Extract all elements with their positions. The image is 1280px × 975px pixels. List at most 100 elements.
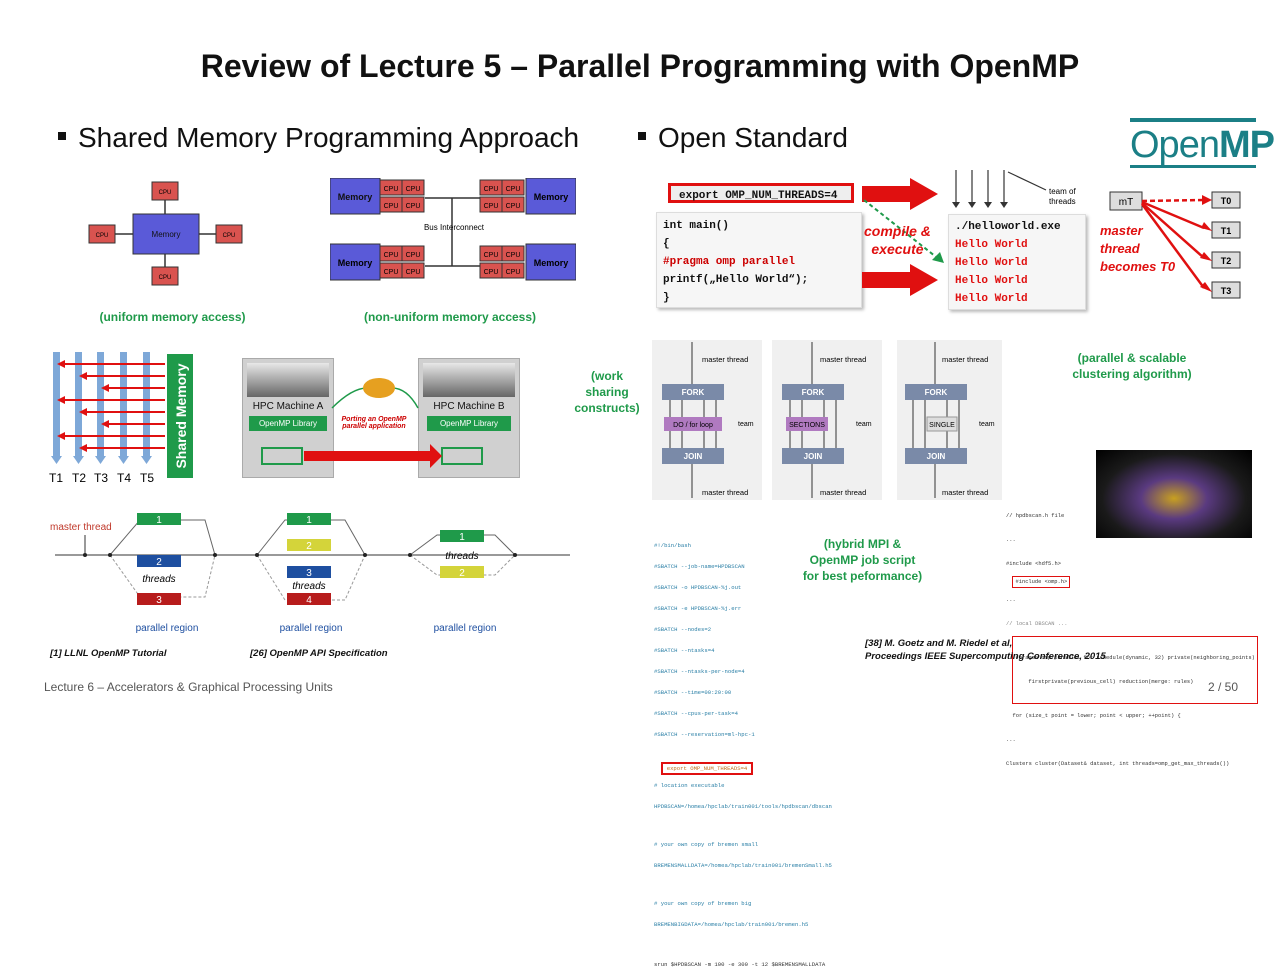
svg-text:CPU: CPU (159, 275, 172, 281)
compile-execute-label: compile & execute (864, 223, 931, 257)
svg-text:T4: T4 (117, 471, 131, 485)
svg-text:T5: T5 (140, 471, 154, 485)
pragma-highlight: #pragma omp parallel for schedule(dynami… (1012, 636, 1258, 704)
svg-text:master thread: master thread (50, 522, 112, 533)
master-becomes-t0-label: master thread becomes T0 (1100, 223, 1176, 274)
svg-text:team: team (856, 421, 872, 428)
footer-lecture: Lecture 6 – Accelerators & Graphical Pro… (44, 680, 333, 694)
svg-text:JOIN: JOIN (684, 452, 703, 461)
ref-openmp-spec: [26] OpenMP API Specification (250, 648, 388, 659)
svg-text:3: 3 (156, 595, 162, 606)
svg-text:1: 1 (306, 515, 312, 526)
svg-text:CPU: CPU (406, 252, 421, 259)
svg-text:FORK: FORK (925, 388, 948, 397)
svg-text:CPU: CPU (484, 269, 499, 276)
svg-text:T1: T1 (1221, 226, 1232, 236)
svg-text:CPU: CPU (484, 252, 499, 259)
svg-text:CPU: CPU (406, 203, 421, 210)
ref-goetz-riedel: [38] M. Goetz and M. Riedel et al, Proce… (865, 638, 1106, 662)
uma-diagram: Memory CPU CPU CPU CPU (88, 181, 243, 286)
svg-text:master thread: master thread (702, 355, 748, 364)
svg-text:T0: T0 (1221, 196, 1232, 206)
svg-text:JOIN: JOIN (927, 452, 946, 461)
svg-text:CPU: CPU (406, 269, 421, 276)
svg-text:CPU: CPU (384, 269, 399, 276)
svg-text:T2: T2 (72, 471, 86, 485)
svg-text:2: 2 (459, 568, 465, 579)
svg-text:mT: mT (1119, 197, 1133, 208)
page-number: 2 / 50 (1208, 680, 1239, 694)
svg-text:master thread: master thread (820, 488, 866, 497)
svg-text:CPU: CPU (159, 190, 172, 196)
svg-text:master thread: master thread (702, 488, 748, 497)
export-command: export OMP_NUM_THREADS=4 (668, 183, 854, 203)
uma-memory-label: Memory (152, 230, 181, 239)
clustering-label: (parallel & scalable clustering algorith… (1072, 351, 1192, 381)
compile-arrows (862, 178, 944, 296)
svg-text:T3: T3 (94, 471, 108, 485)
script-export-highlight: export OMP_NUM_THREADS=4 (660, 762, 754, 775)
svg-text:CPU: CPU (384, 186, 399, 193)
svg-text:CPU: CPU (506, 203, 521, 210)
svg-text:SECTIONS: SECTIONS (789, 422, 825, 429)
svg-text:Memory: Memory (338, 258, 373, 268)
machine-b-panel: HPC Machine B OpenMP Library (418, 358, 520, 478)
svg-text:Memory: Memory (534, 192, 569, 202)
svg-text:FORK: FORK (802, 388, 825, 397)
svg-text:CPU: CPU (384, 203, 399, 210)
svg-text:JOIN: JOIN (804, 452, 823, 461)
svg-text:CPU: CPU (384, 252, 399, 259)
svg-text:CPU: CPU (484, 186, 499, 193)
svg-text:threads: threads (445, 551, 478, 562)
svg-text:1: 1 (459, 532, 465, 543)
master-t0-diagram: mT T0 T1 T2 T3 (1109, 191, 1241, 299)
svg-text:T2: T2 (1221, 256, 1232, 266)
svg-text:CPU: CPU (506, 252, 521, 259)
svg-text:SINGLE: SINGLE (929, 422, 955, 429)
svg-text:CPU: CPU (484, 203, 499, 210)
svg-text:CPU: CPU (406, 186, 421, 193)
svg-text:threads: threads (292, 581, 325, 592)
work-sharing-label: (work sharing constructs) (574, 369, 640, 415)
svg-text:3: 3 (306, 568, 312, 579)
svg-text:parallel region: parallel region (280, 623, 343, 634)
svg-text:FORK: FORK (682, 388, 705, 397)
svg-text:threads: threads (1049, 197, 1076, 206)
svg-text:Memory: Memory (534, 258, 569, 268)
slide-title: Review of Lecture 5 – Parallel Programmi… (200, 48, 1080, 84)
fork-join-diagram: master thread 1 2 threads 3 parallel reg… (50, 513, 570, 634)
ship-icon (363, 378, 395, 398)
svg-text:CPU: CPU (506, 269, 521, 276)
svg-text:master thread: master thread (942, 488, 988, 497)
svg-text:CPU: CPU (506, 186, 521, 193)
ref-llnl: [1] LLNL OpenMP Tutorial (50, 648, 167, 659)
bullet-shared-memory: Shared Memory Programming Approach (58, 122, 579, 154)
shared-memory-diagram: Shared Memory T1 T2 T3 T4 T5 (49, 352, 193, 485)
uma-caption: (uniform memory access) (99, 310, 246, 324)
svg-text:threads: threads (142, 574, 175, 585)
svg-text:team: team (738, 421, 754, 428)
svg-text:T3: T3 (1221, 286, 1232, 296)
bullet-open-standard: Open Standard (638, 122, 848, 154)
point-cloud-image (1096, 450, 1252, 538)
hello-output-box: ./helloworld.exe Hello World Hello World… (948, 214, 1086, 310)
svg-text:master thread: master thread (820, 355, 866, 364)
svg-text:1: 1 (156, 515, 162, 526)
server-image-a (247, 363, 329, 397)
svg-text:team of: team of (1049, 187, 1076, 196)
server-image-b (423, 363, 515, 397)
svg-text:DO / for loop: DO / for loop (673, 422, 713, 429)
include-omp-highlight: #include <omp.h> (1012, 576, 1071, 588)
svg-text:Memory: Memory (338, 192, 373, 202)
hybrid-label: (hybrid MPI & OpenMP job script for best… (802, 537, 923, 583)
svg-text:2: 2 (306, 541, 312, 552)
svg-text:Bus Interconnect: Bus Interconnect (424, 223, 485, 232)
cpp-code-snippet: // hpdbscan.h file ... #include <hdf5.h>… (1006, 496, 1258, 776)
svg-text:master thread: master thread (942, 355, 988, 364)
job-script: #!/bin/bash #SBATCH --job-name=HPDBSCAN … (654, 542, 832, 968)
openmp-logo: OpenMP (1130, 118, 1275, 168)
svg-text:T1: T1 (49, 471, 63, 485)
svg-text:CPU: CPU (223, 233, 236, 239)
svg-text:team: team (979, 421, 995, 428)
svg-text:2: 2 (156, 557, 162, 568)
